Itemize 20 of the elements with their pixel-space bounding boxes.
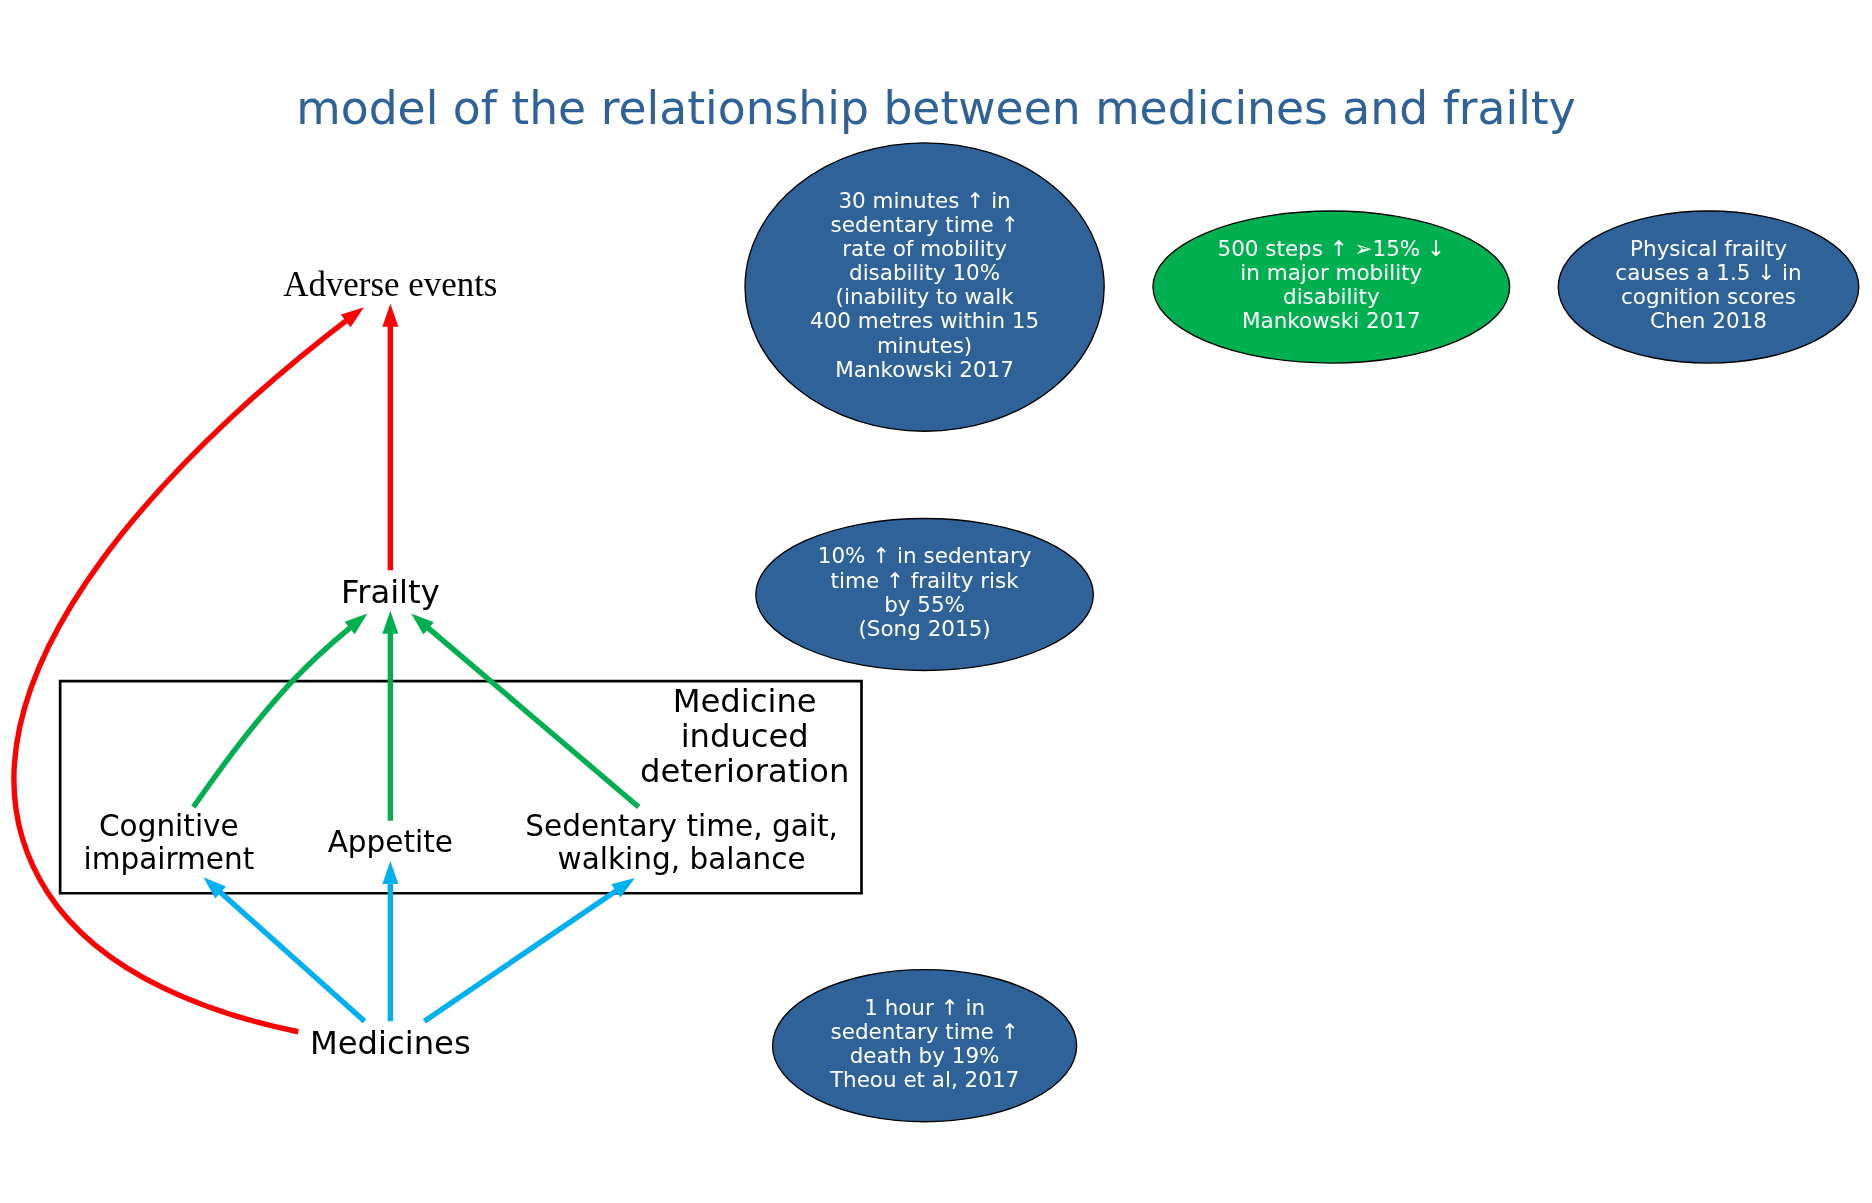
node-text: Frailty [340, 572, 440, 611]
node-ellipse: 10% ↑ in sedentary time ↑ frailty risk by 55% (Song 2015) [755, 517, 1095, 671]
arrow [382, 860, 399, 1021]
arrow [422, 877, 635, 1023]
arrow [11, 306, 364, 1034]
node-text: Medicines [310, 1023, 471, 1062]
arrow [382, 303, 399, 570]
node-ellipse: 30 minutes ↑ in sedentary time ↑ rate of mobility disability 10% (inability to walk 400 metres within 15 minutes) Mankowski 2017 [744, 141, 1105, 432]
arrow [411, 613, 641, 809]
arrow [203, 876, 367, 1023]
node-text: Sedentary time, gait, walking, balance [525, 808, 838, 876]
node-ellipse: Physical frailty causes a 1.5 ↓ in cognition scores Chen 2018 [1557, 209, 1860, 364]
node-text: Appetite [327, 824, 454, 859]
node-ellipse: 500 steps ↑ ➢15% ↓ in major mobility disability Mankowski 2017 [1152, 209, 1511, 364]
arrow [382, 610, 399, 821]
diagram-title: model of the relationship between medicines and frailty [296, 81, 1576, 135]
node-text: Cognitive impairment [83, 808, 255, 876]
node-ellipse: 1 hour ↑ in sedentary time ↑ death by 19% Theou et al, 2017 [771, 968, 1078, 1122]
arrow [191, 613, 368, 809]
node-text: Adverse events [283, 264, 498, 303]
